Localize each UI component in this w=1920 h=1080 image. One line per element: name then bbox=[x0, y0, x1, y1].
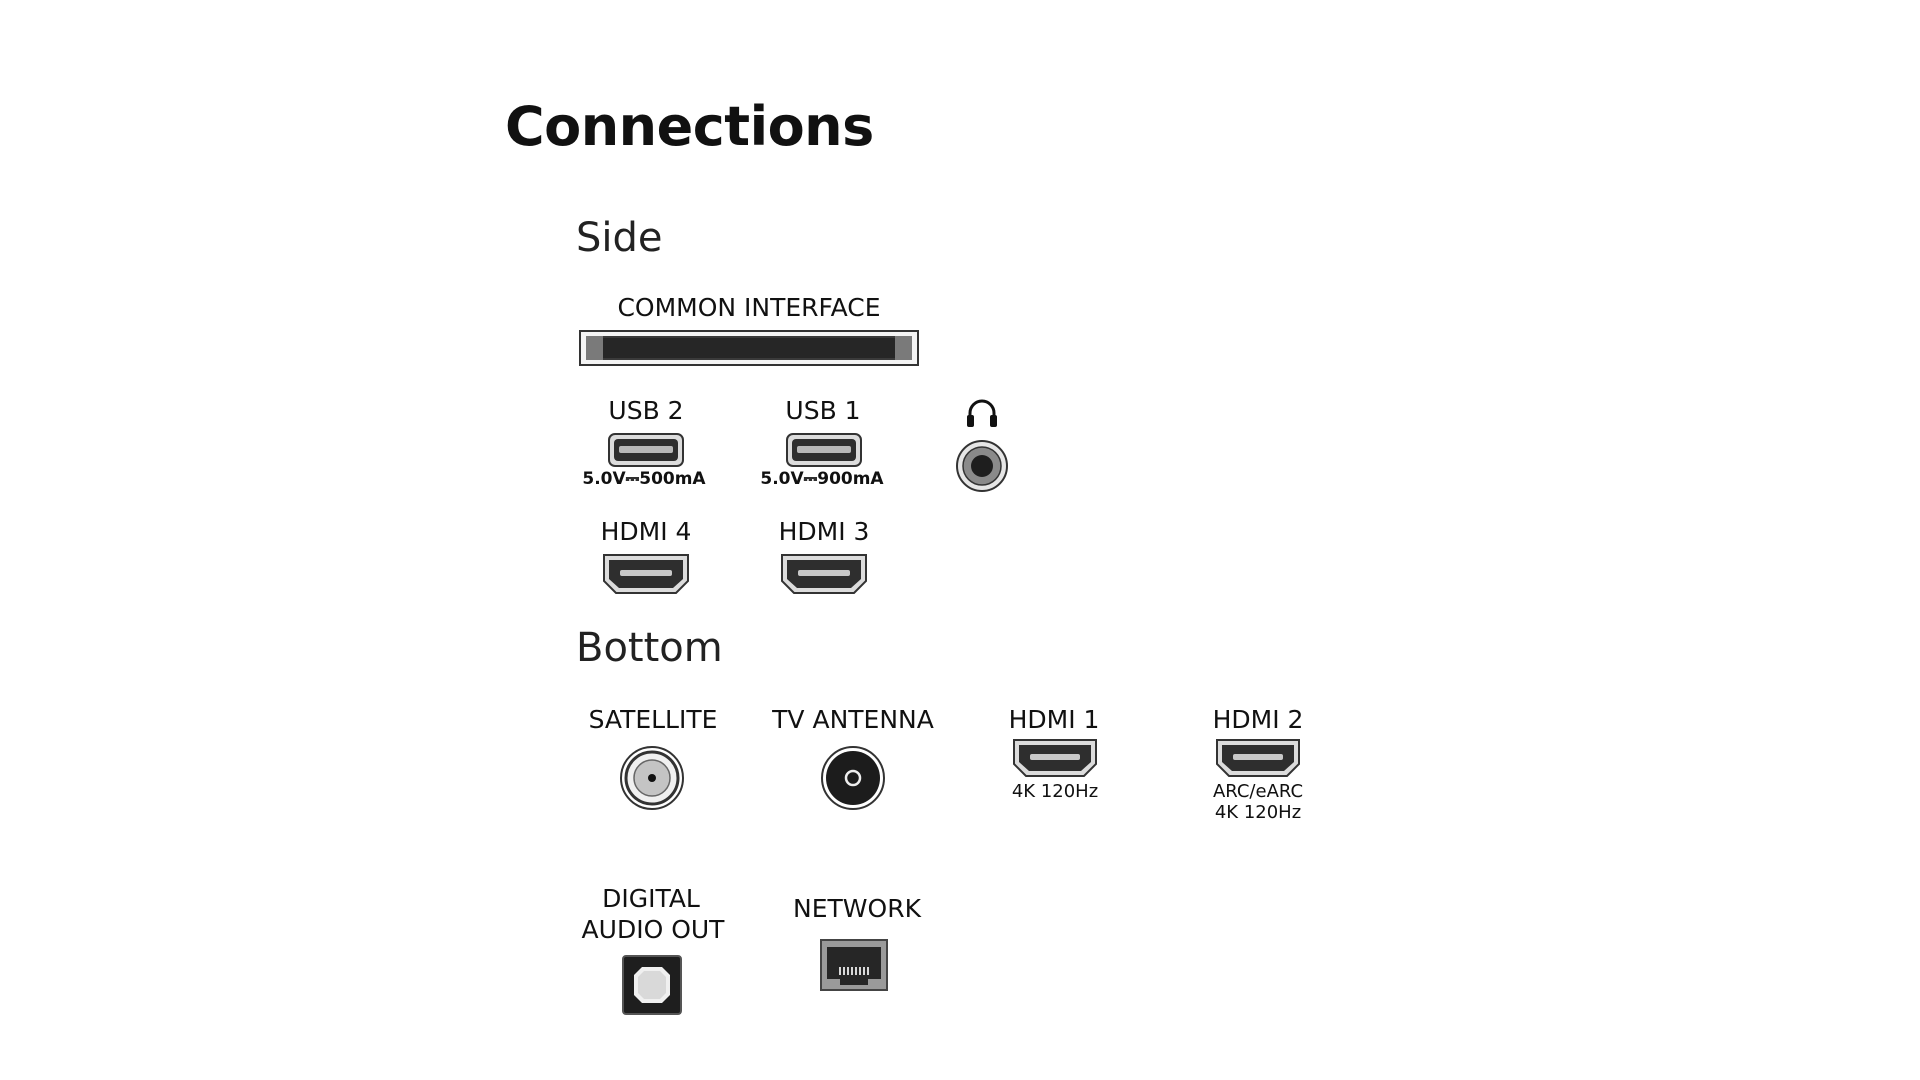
hdmi4-label: HDMI 4 bbox=[600, 517, 692, 546]
usb2-spec: 5.0V⎓500mA bbox=[582, 469, 706, 489]
common-interface-slot-icon bbox=[579, 330, 919, 366]
ethernet-port-icon bbox=[820, 939, 888, 991]
satellite-label: SATELLITE bbox=[588, 705, 718, 734]
hdmi2-spec-4k: 4K 120Hz bbox=[1214, 802, 1302, 823]
hdmi1-spec: 4K 120Hz bbox=[1011, 781, 1099, 802]
headphone-jack-icon bbox=[956, 440, 1008, 492]
satellite-connector-icon bbox=[620, 746, 684, 810]
network-label: NETWORK bbox=[793, 894, 921, 923]
hdmi2-spec-arc: ARC/eARC bbox=[1212, 781, 1304, 802]
usb2-label: USB 2 bbox=[608, 396, 684, 425]
tv-antenna-label: TV ANTENNA bbox=[772, 705, 934, 734]
section-side-heading: Side bbox=[576, 215, 663, 261]
usb1-spec: 5.0V⎓900mA bbox=[760, 469, 884, 489]
hdmi1-port-icon bbox=[1013, 739, 1097, 777]
hdmi2-port-icon bbox=[1216, 739, 1300, 777]
usb1-port-icon bbox=[786, 433, 862, 467]
usb2-port-icon bbox=[608, 433, 684, 467]
hdmi4-port-icon bbox=[603, 554, 689, 594]
section-bottom-heading: Bottom bbox=[576, 625, 723, 671]
hdmi2-label: HDMI 2 bbox=[1212, 705, 1304, 734]
digital-audio-out-label-line2: AUDIO OUT bbox=[581, 915, 725, 944]
usb1-label: USB 1 bbox=[785, 396, 861, 425]
hdmi3-port-icon bbox=[781, 554, 867, 594]
digital-audio-out-label-line1: DIGITAL bbox=[602, 884, 700, 913]
optical-audio-port-icon bbox=[622, 955, 682, 1015]
headphones-icon bbox=[967, 399, 997, 427]
common-interface-label: COMMON INTERFACE bbox=[617, 293, 881, 322]
hdmi3-label: HDMI 3 bbox=[778, 517, 870, 546]
hdmi1-label: HDMI 1 bbox=[1008, 705, 1100, 734]
tv-antenna-connector-icon bbox=[821, 746, 885, 810]
page-title: Connections bbox=[505, 95, 874, 158]
